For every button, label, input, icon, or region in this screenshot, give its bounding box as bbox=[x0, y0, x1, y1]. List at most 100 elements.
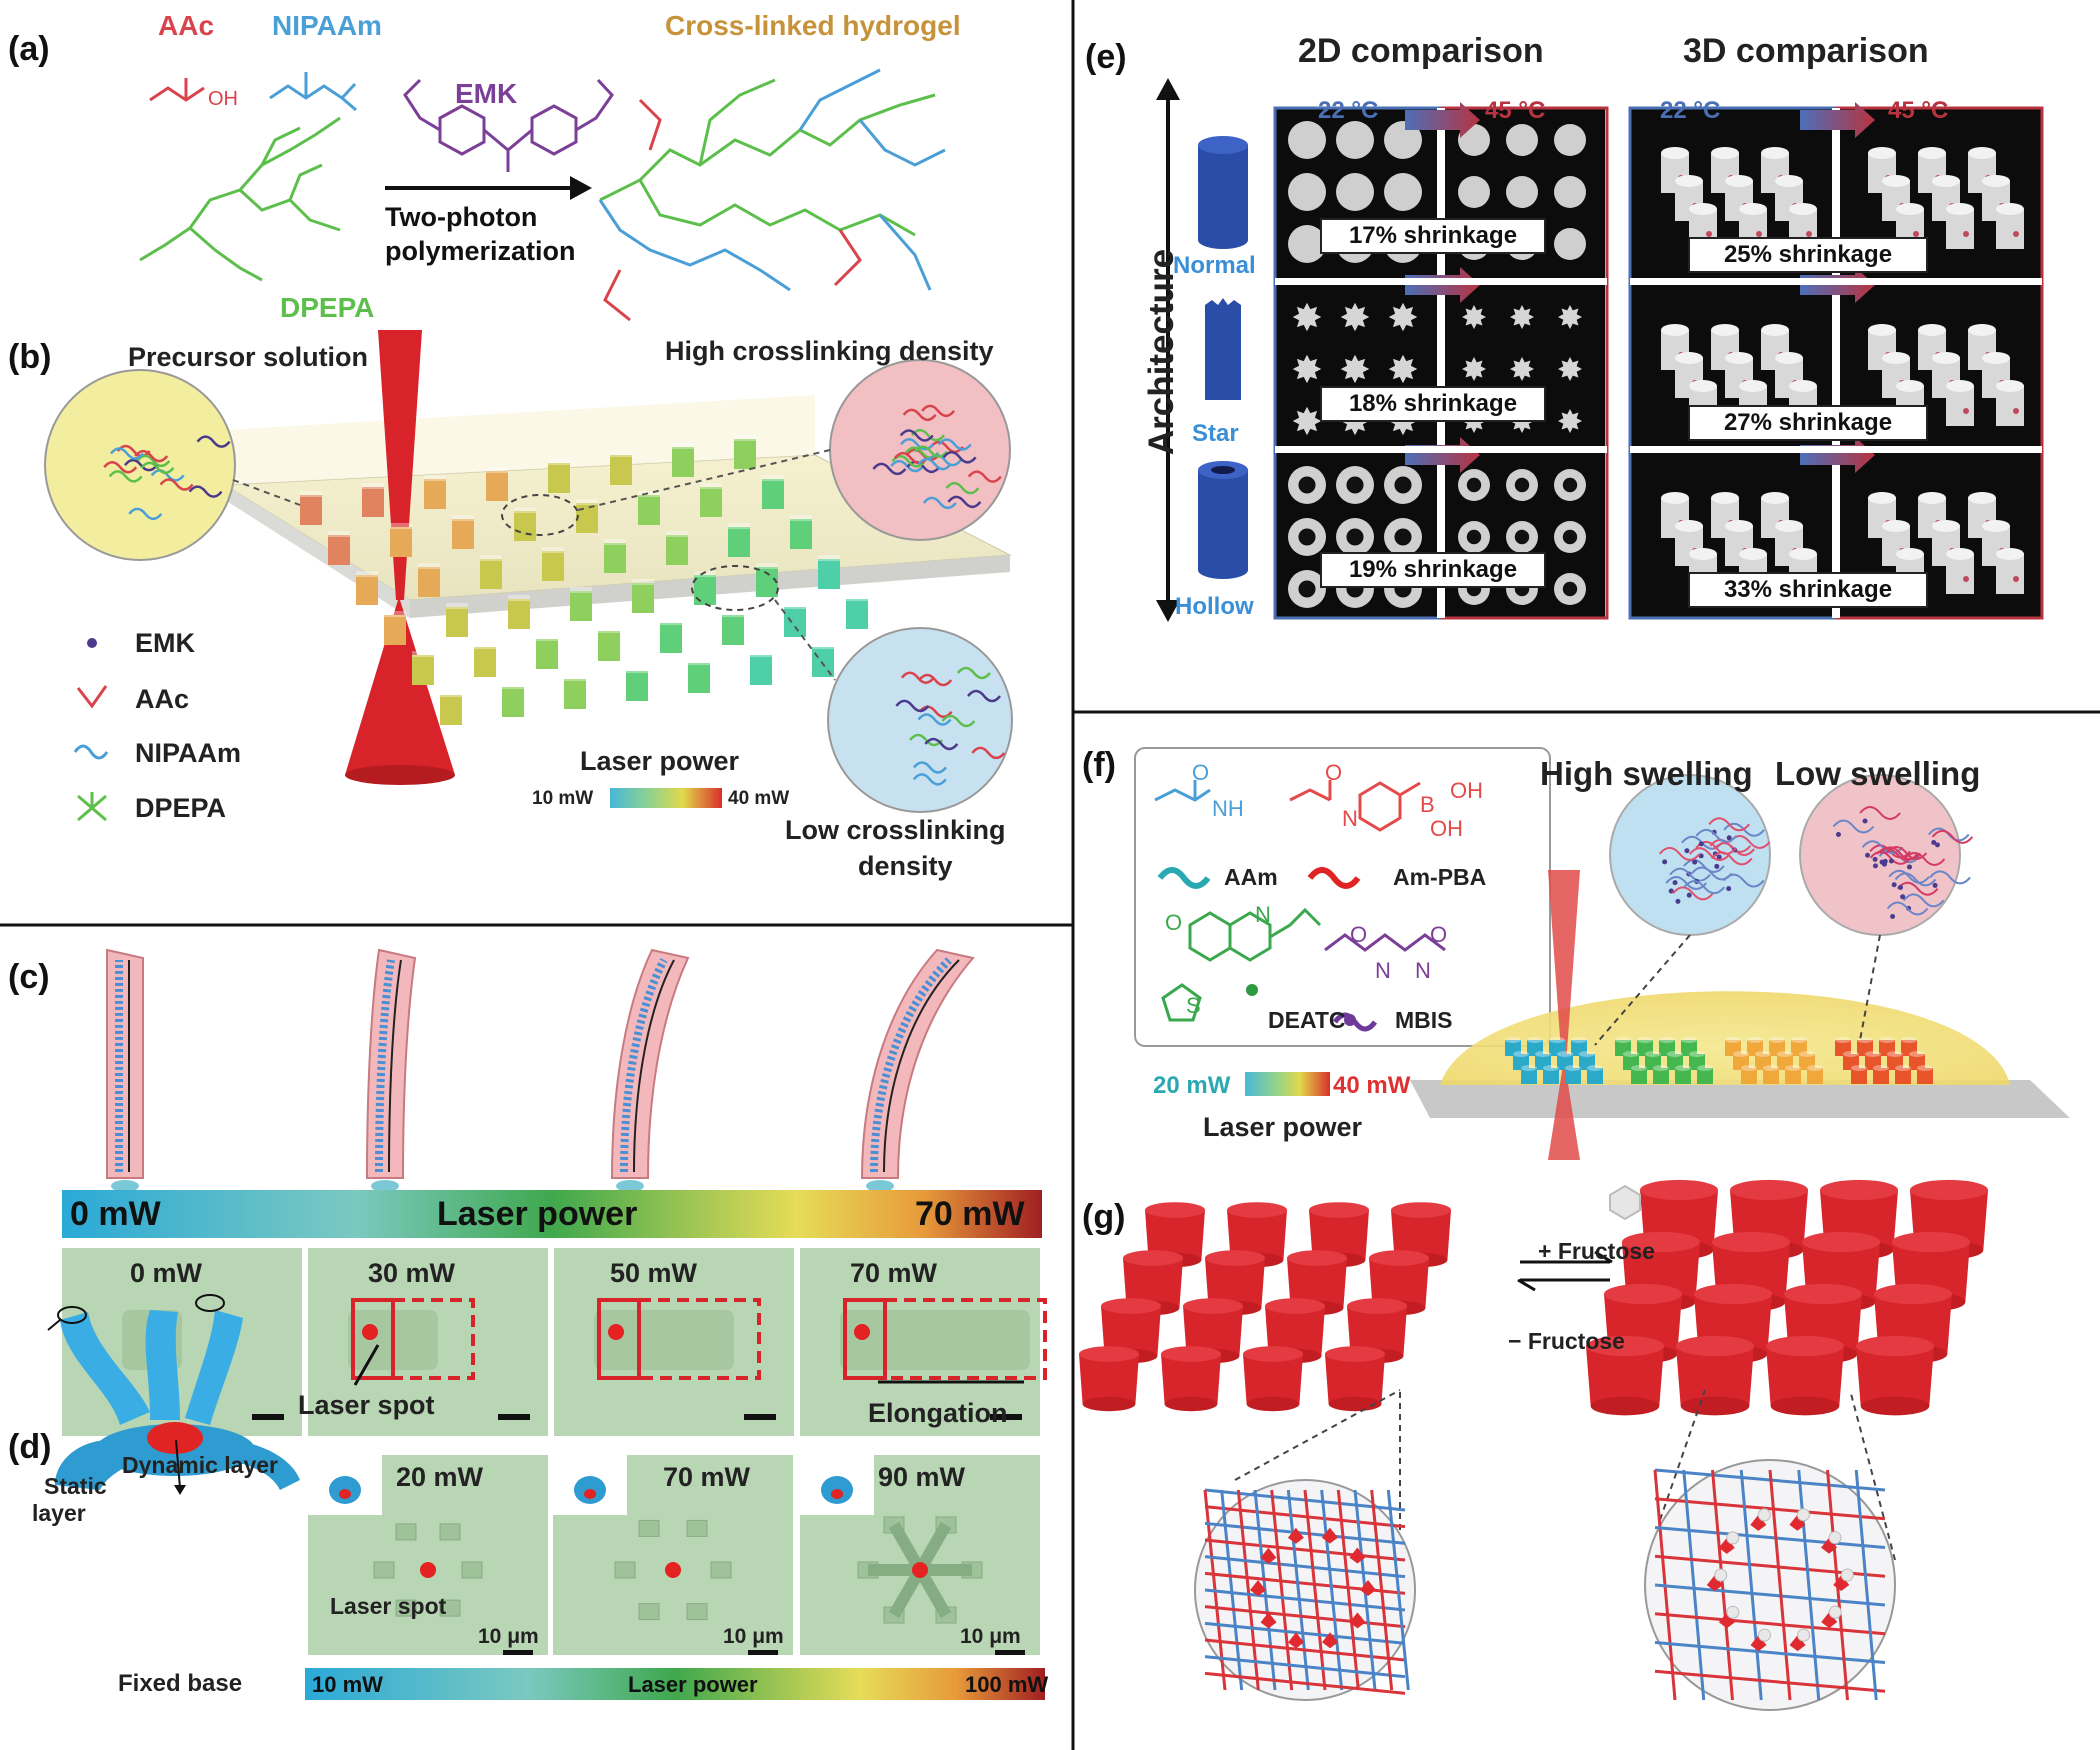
mbis-n1: N bbox=[1375, 958, 1391, 983]
architecture-shapes bbox=[1198, 136, 1248, 579]
bar-c-min: 0 mW bbox=[70, 1195, 161, 1233]
grid-2d bbox=[1273, 102, 1609, 620]
panel-e-label: (e) bbox=[1085, 38, 1127, 76]
bar-d-title: Laser power bbox=[628, 1672, 758, 1697]
temp-2d-cold: 22 °C bbox=[1318, 97, 1379, 124]
panel-b-label: (b) bbox=[8, 338, 52, 376]
cups-swollen bbox=[1586, 1179, 1988, 1416]
micrograph-c-0-label: 0 mW bbox=[130, 1258, 203, 1288]
micrograph-row-c bbox=[62, 1248, 1047, 1436]
shrink-3d-normal: 25% shrinkage bbox=[1688, 237, 1928, 273]
legend-b-icons bbox=[73, 638, 109, 822]
ampba-n: N bbox=[1342, 806, 1358, 831]
laser-max-b: 40 mW bbox=[728, 788, 790, 809]
arrow-label-line1: Two-photon bbox=[385, 202, 538, 232]
laser-cone-bottom bbox=[345, 600, 455, 785]
hydrogel-network bbox=[598, 68, 946, 322]
arrow-label-line2: polymerization bbox=[385, 236, 576, 266]
scale-d-0: 10 μm bbox=[478, 1625, 539, 1648]
legend-nipaam: NIPAAm bbox=[135, 738, 242, 768]
comparison-2d-title: 2D comparison bbox=[1298, 32, 1544, 70]
mbis-label: MBIS bbox=[1395, 1007, 1453, 1033]
network-strands bbox=[103, 404, 1006, 786]
dynamic-layer-label: Dynamic layer bbox=[122, 1452, 278, 1478]
plus-fructose-label: + Fructose bbox=[1538, 1238, 1655, 1264]
deatc-dot bbox=[1246, 984, 1258, 996]
panel-d-label: (d) bbox=[8, 1428, 52, 1466]
panel-c-label: (c) bbox=[8, 958, 50, 996]
temp-2d-hot: 45 °C bbox=[1485, 97, 1546, 124]
product-label: Cross-linked hydrogel bbox=[665, 10, 961, 41]
laser-power-title-f: Laser power bbox=[1203, 1112, 1363, 1142]
deatc-o: O bbox=[1165, 910, 1183, 935]
laser-cone-f bbox=[1548, 870, 1580, 1160]
bar-c-max: 70 mW bbox=[915, 1195, 1025, 1233]
micrograph-d-1-label: 70 mW bbox=[663, 1462, 751, 1492]
shrink-2d-star: 18% shrinkage bbox=[1320, 386, 1546, 422]
emk-structure bbox=[403, 78, 614, 172]
mbis-o2: O bbox=[1430, 922, 1448, 947]
elongation-label: Elongation bbox=[868, 1398, 1008, 1428]
ampba-oh1: OH bbox=[1450, 778, 1483, 803]
aam-label: AAm bbox=[1224, 864, 1278, 890]
nipaam-label: NIPAAm bbox=[272, 10, 382, 41]
temp-3d-cold: 22 °C bbox=[1660, 97, 1721, 124]
high-density-label: High crosslinking density bbox=[665, 336, 994, 366]
laser-power-colorbar-f bbox=[1245, 1072, 1330, 1096]
laser-spot-label-d: Laser spot bbox=[330, 1593, 447, 1619]
micrograph-c-2-label: 50 mW bbox=[610, 1258, 698, 1288]
laser-min-f: 20 mW bbox=[1153, 1072, 1231, 1099]
network-strands-f bbox=[1658, 805, 1974, 920]
shrink-2d-normal: 17% shrinkage bbox=[1320, 218, 1546, 254]
mbis-o1: O bbox=[1350, 922, 1368, 947]
laser-power-title-b: Laser power bbox=[580, 746, 740, 776]
panel-g-label: (g) bbox=[1082, 1198, 1126, 1236]
low-density-label-line2: density bbox=[858, 851, 953, 881]
dpepa-label: DPEPA bbox=[280, 292, 375, 323]
bar-d-min: 10 mW bbox=[312, 1672, 383, 1697]
laser-power-colorbar-b bbox=[610, 788, 722, 808]
laser-min-b: 10 mW bbox=[532, 788, 594, 809]
nipaam-structure bbox=[269, 72, 357, 112]
aac-label: AAc bbox=[158, 10, 215, 41]
arch-hollow-label: Hollow bbox=[1175, 593, 1254, 620]
laser-power-bar-c bbox=[62, 1190, 1042, 1238]
monomer-structures bbox=[1154, 780, 1446, 1032]
low-density-label-line1: Low crosslinking bbox=[785, 815, 1006, 845]
comparison-3d-title: 3D comparison bbox=[1683, 32, 1929, 70]
laser-spot-label-c: Laser spot bbox=[298, 1390, 435, 1420]
bar-d-max: 100 mW bbox=[965, 1672, 1049, 1697]
laser-cone-top bbox=[378, 330, 422, 600]
minus-fructose-label: − Fructose bbox=[1508, 1328, 1625, 1354]
pillar-array-b bbox=[300, 435, 896, 725]
legend-dpepa: DPEPA bbox=[135, 793, 227, 823]
temp-3d-hot: 45 °C bbox=[1888, 97, 1949, 124]
emk-label: EMK bbox=[455, 78, 518, 109]
deatc-s: S bbox=[1186, 993, 1201, 1018]
fructose-icon bbox=[1609, 1184, 1641, 1221]
ampba-label: Am-PBA bbox=[1393, 864, 1487, 890]
arch-star-label: Star bbox=[1192, 420, 1239, 447]
slab bbox=[223, 395, 1012, 618]
cups-contracted bbox=[1079, 1202, 1451, 1412]
micro-pillar-groups-f bbox=[1505, 1037, 1933, 1084]
micrograph-c-3-label: 70 mW bbox=[850, 1258, 938, 1288]
panel-f-label: (f) bbox=[1082, 746, 1116, 784]
deatc-label: DEATC bbox=[1268, 1007, 1346, 1033]
ampba-oh2: OH bbox=[1430, 816, 1463, 841]
low-swelling-label: Low swelling bbox=[1775, 755, 1981, 792]
static-layer-label-line2: layer bbox=[32, 1500, 86, 1526]
micrograph-d-0-label: 20 mW bbox=[396, 1462, 484, 1492]
precursor-label: Precursor solution bbox=[128, 342, 369, 372]
laser-power-bar-d bbox=[305, 1668, 1045, 1700]
micrograph-c-1-label: 30 mW bbox=[368, 1258, 456, 1288]
ampba-o: O bbox=[1325, 760, 1343, 785]
ampba-b: B bbox=[1420, 792, 1435, 817]
arch-normal-label: Normal bbox=[1173, 252, 1256, 279]
shrink-3d-star: 27% shrinkage bbox=[1688, 405, 1928, 441]
legend-aac: AAc bbox=[135, 684, 190, 714]
laser-max-f: 40 mW bbox=[1333, 1072, 1411, 1099]
fructose-network bbox=[1203, 1468, 1886, 1701]
micrograph-d-2-label: 90 mW bbox=[878, 1462, 966, 1492]
